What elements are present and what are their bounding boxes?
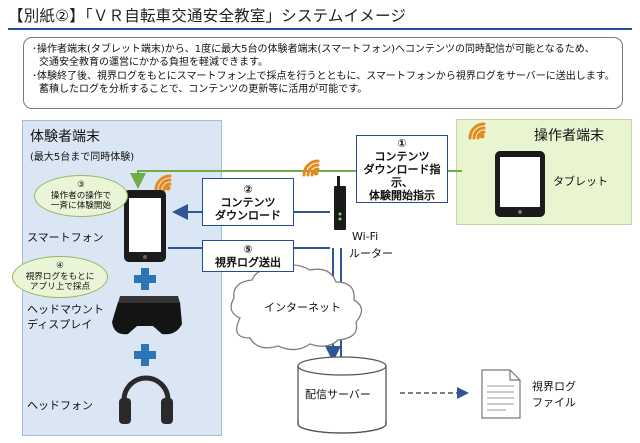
- step-text: 体験開始指示: [369, 188, 435, 202]
- summary-line: ･操作者端末(タブレット端末)から、1度に最大5台の体験者端末(スマートフォン)…: [32, 44, 595, 55]
- wifi-router-icon: [334, 176, 346, 230]
- summary-line: ･体験終了後、視界ログをもとにスマートフォン上で採点を行うとともに、スマートフォ…: [32, 70, 615, 82]
- step-text: コンテンツ: [374, 149, 430, 163]
- smartphone-icon: [124, 190, 166, 262]
- experiencer-title: 体験者端末: [30, 129, 100, 145]
- step-5-box: ⑤ 視界ログ送出: [202, 240, 294, 272]
- step-text: ダウンロード指示、: [363, 162, 441, 189]
- document-icon: [481, 369, 521, 419]
- step-text: 視界ログ送出: [215, 256, 281, 269]
- start-instruction-arrow: [130, 170, 462, 189]
- internet-cloud-icon: [230, 264, 363, 351]
- hmd-label: ディスプレイ: [27, 318, 93, 331]
- summary-line: 交通安全教育の運営にかかる負担を軽減できます。: [39, 57, 268, 69]
- title-underline: [8, 28, 632, 30]
- operator-title: 操作者端末: [534, 128, 604, 144]
- headphone-cups: [119, 398, 173, 424]
- callout-text: 視界ログをもとに: [25, 271, 95, 282]
- router-label: ルーター: [349, 247, 393, 260]
- callout-number: ④: [56, 261, 64, 272]
- tablet-label: タブレット: [553, 175, 608, 188]
- vr-headset-icon: [112, 296, 182, 335]
- callout-text: アプリ上で採点: [29, 282, 91, 293]
- summary-box: ･操作者端末(タブレット端末)から、1度に最大5台の体験者端末(スマートフォン)…: [23, 37, 623, 109]
- step-number: ①: [397, 136, 407, 150]
- wifi-signal-icon: [154, 174, 172, 192]
- wifi-signal-icon: [468, 122, 486, 140]
- server-label: 配信サーバー: [305, 388, 371, 401]
- headphone-label: ヘッドフォン: [27, 399, 93, 412]
- page-title: 【別紙②】「ＶＲ自転車交通安全教室」システムイメージ: [8, 7, 407, 25]
- plus-icon: [134, 268, 156, 290]
- step-1-box: ① コンテンツ ダウンロード指示、 体験開始指示: [356, 135, 448, 203]
- wifi-signal-icon: [302, 159, 320, 177]
- step-number: ⑤: [243, 243, 253, 256]
- router-label: Wi-Fi: [352, 230, 379, 243]
- step-text: コンテンツ: [220, 195, 276, 209]
- experiencer-subtitle: (最大5台まで同時体験): [30, 152, 135, 163]
- experiencer-panel: [22, 120, 222, 436]
- callout-text: 操作者の操作で: [50, 190, 112, 201]
- log-file-label: ファイル: [532, 396, 576, 409]
- headphone-icon: [121, 375, 171, 401]
- step-2-box: ② コンテンツ ダウンロード: [202, 178, 294, 226]
- internet-label: インターネット: [264, 301, 341, 314]
- summary-line: 蓄積したログを分析することで、コンテンツの更新等に活用が可能です。: [39, 84, 368, 96]
- callout-text: 一斉に体験開始: [50, 201, 112, 212]
- step-number: ②: [243, 182, 253, 196]
- callout-3: ③ 操作者の操作で 一斉に体験開始: [34, 175, 128, 217]
- plus-icon: [134, 344, 156, 366]
- hmd-label: ヘッドマウント: [27, 303, 104, 316]
- callout-number: ③: [77, 180, 85, 191]
- callout-4: ④ 視界ログをもとに アプリ上で採点: [12, 256, 108, 298]
- server-icon: [297, 356, 387, 434]
- log-file-label: 視界ログ: [532, 380, 576, 393]
- step-text: ダウンロード: [215, 208, 281, 222]
- smartphone-label: スマートフォン: [27, 231, 104, 244]
- tablet-icon: [495, 151, 545, 217]
